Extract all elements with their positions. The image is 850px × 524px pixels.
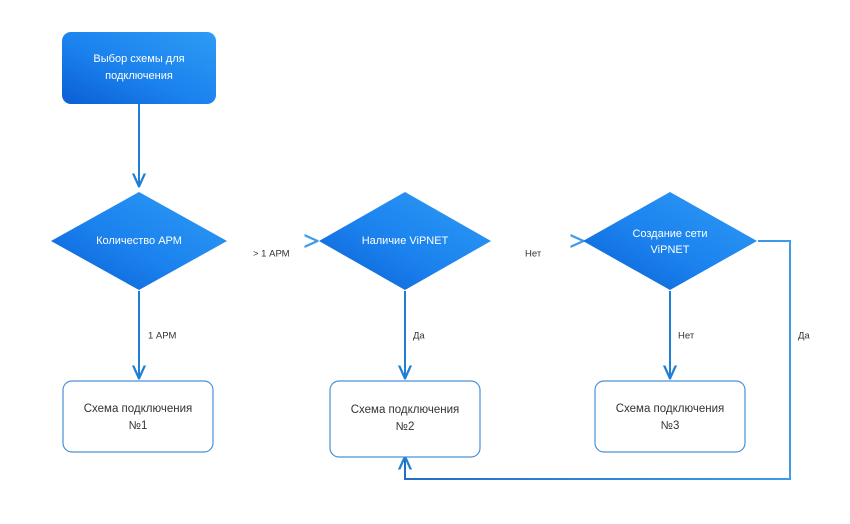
node-result-scheme-2-shape <box>329 380 481 458</box>
node-decision-vipnet-present[interactable]: Наличие ViPNET <box>319 192 491 290</box>
edge-label-vipnet-to-scheme2: Да <box>413 331 425 342</box>
node-result-scheme-3-line-1: Схема подключения <box>616 403 725 415</box>
edge-label-count-to-scheme1: 1 АРМ <box>148 331 176 342</box>
connector-create-loop-to-scheme2 <box>405 240 791 480</box>
edge-label-count-to-vipnet: > 1 АРМ <box>253 249 290 260</box>
node-decision-arm-count-label: Количество АРМ <box>96 235 182 247</box>
node-result-scheme-2-line-1: Схема подключения <box>351 404 460 416</box>
node-start-line-2: подключения <box>105 70 173 82</box>
node-start-shape <box>62 32 216 104</box>
node-decision-create-vipnet[interactable]: Создание сети ViPNET <box>583 192 757 290</box>
node-decision-arm-count[interactable]: Количество АРМ <box>51 192 227 290</box>
node-start[interactable]: Выбор схемы для подключения <box>62 32 216 104</box>
node-decision-create-vipnet-shape <box>583 192 757 290</box>
node-result-scheme-1-line-1: Схема подключения <box>84 403 193 415</box>
node-decision-vipnet-present-label: Наличие ViPNET <box>362 235 449 247</box>
edge-label-vipnet-to-create: Нет <box>525 249 542 260</box>
node-decision-create-vipnet-line-2: ViPNET <box>651 244 690 256</box>
node-result-scheme-2[interactable]: Схема подключения №2 <box>329 380 481 458</box>
node-decision-arm-count-shape <box>51 192 227 290</box>
node-decision-create-vipnet-line-1: Создание сети <box>632 228 707 240</box>
node-result-scheme-1[interactable]: Схема подключения №1 <box>62 380 214 453</box>
node-result-scheme-1-line-2: №1 <box>129 420 148 432</box>
node-result-scheme-2-line-2: №2 <box>396 421 415 433</box>
node-result-scheme-3-shape <box>594 380 746 453</box>
node-result-scheme-3[interactable]: Схема подключения №3 <box>594 380 746 453</box>
edge-label-create-to-scheme3: Нет <box>678 331 695 342</box>
node-start-line-1: Выбор схемы для <box>93 53 184 65</box>
edge-label-create-loop-to-scheme2: Да <box>798 331 810 342</box>
node-result-scheme-3-line-2: №3 <box>661 420 680 432</box>
node-decision-vipnet-present-shape <box>319 192 491 290</box>
node-result-scheme-1-shape <box>62 380 214 453</box>
